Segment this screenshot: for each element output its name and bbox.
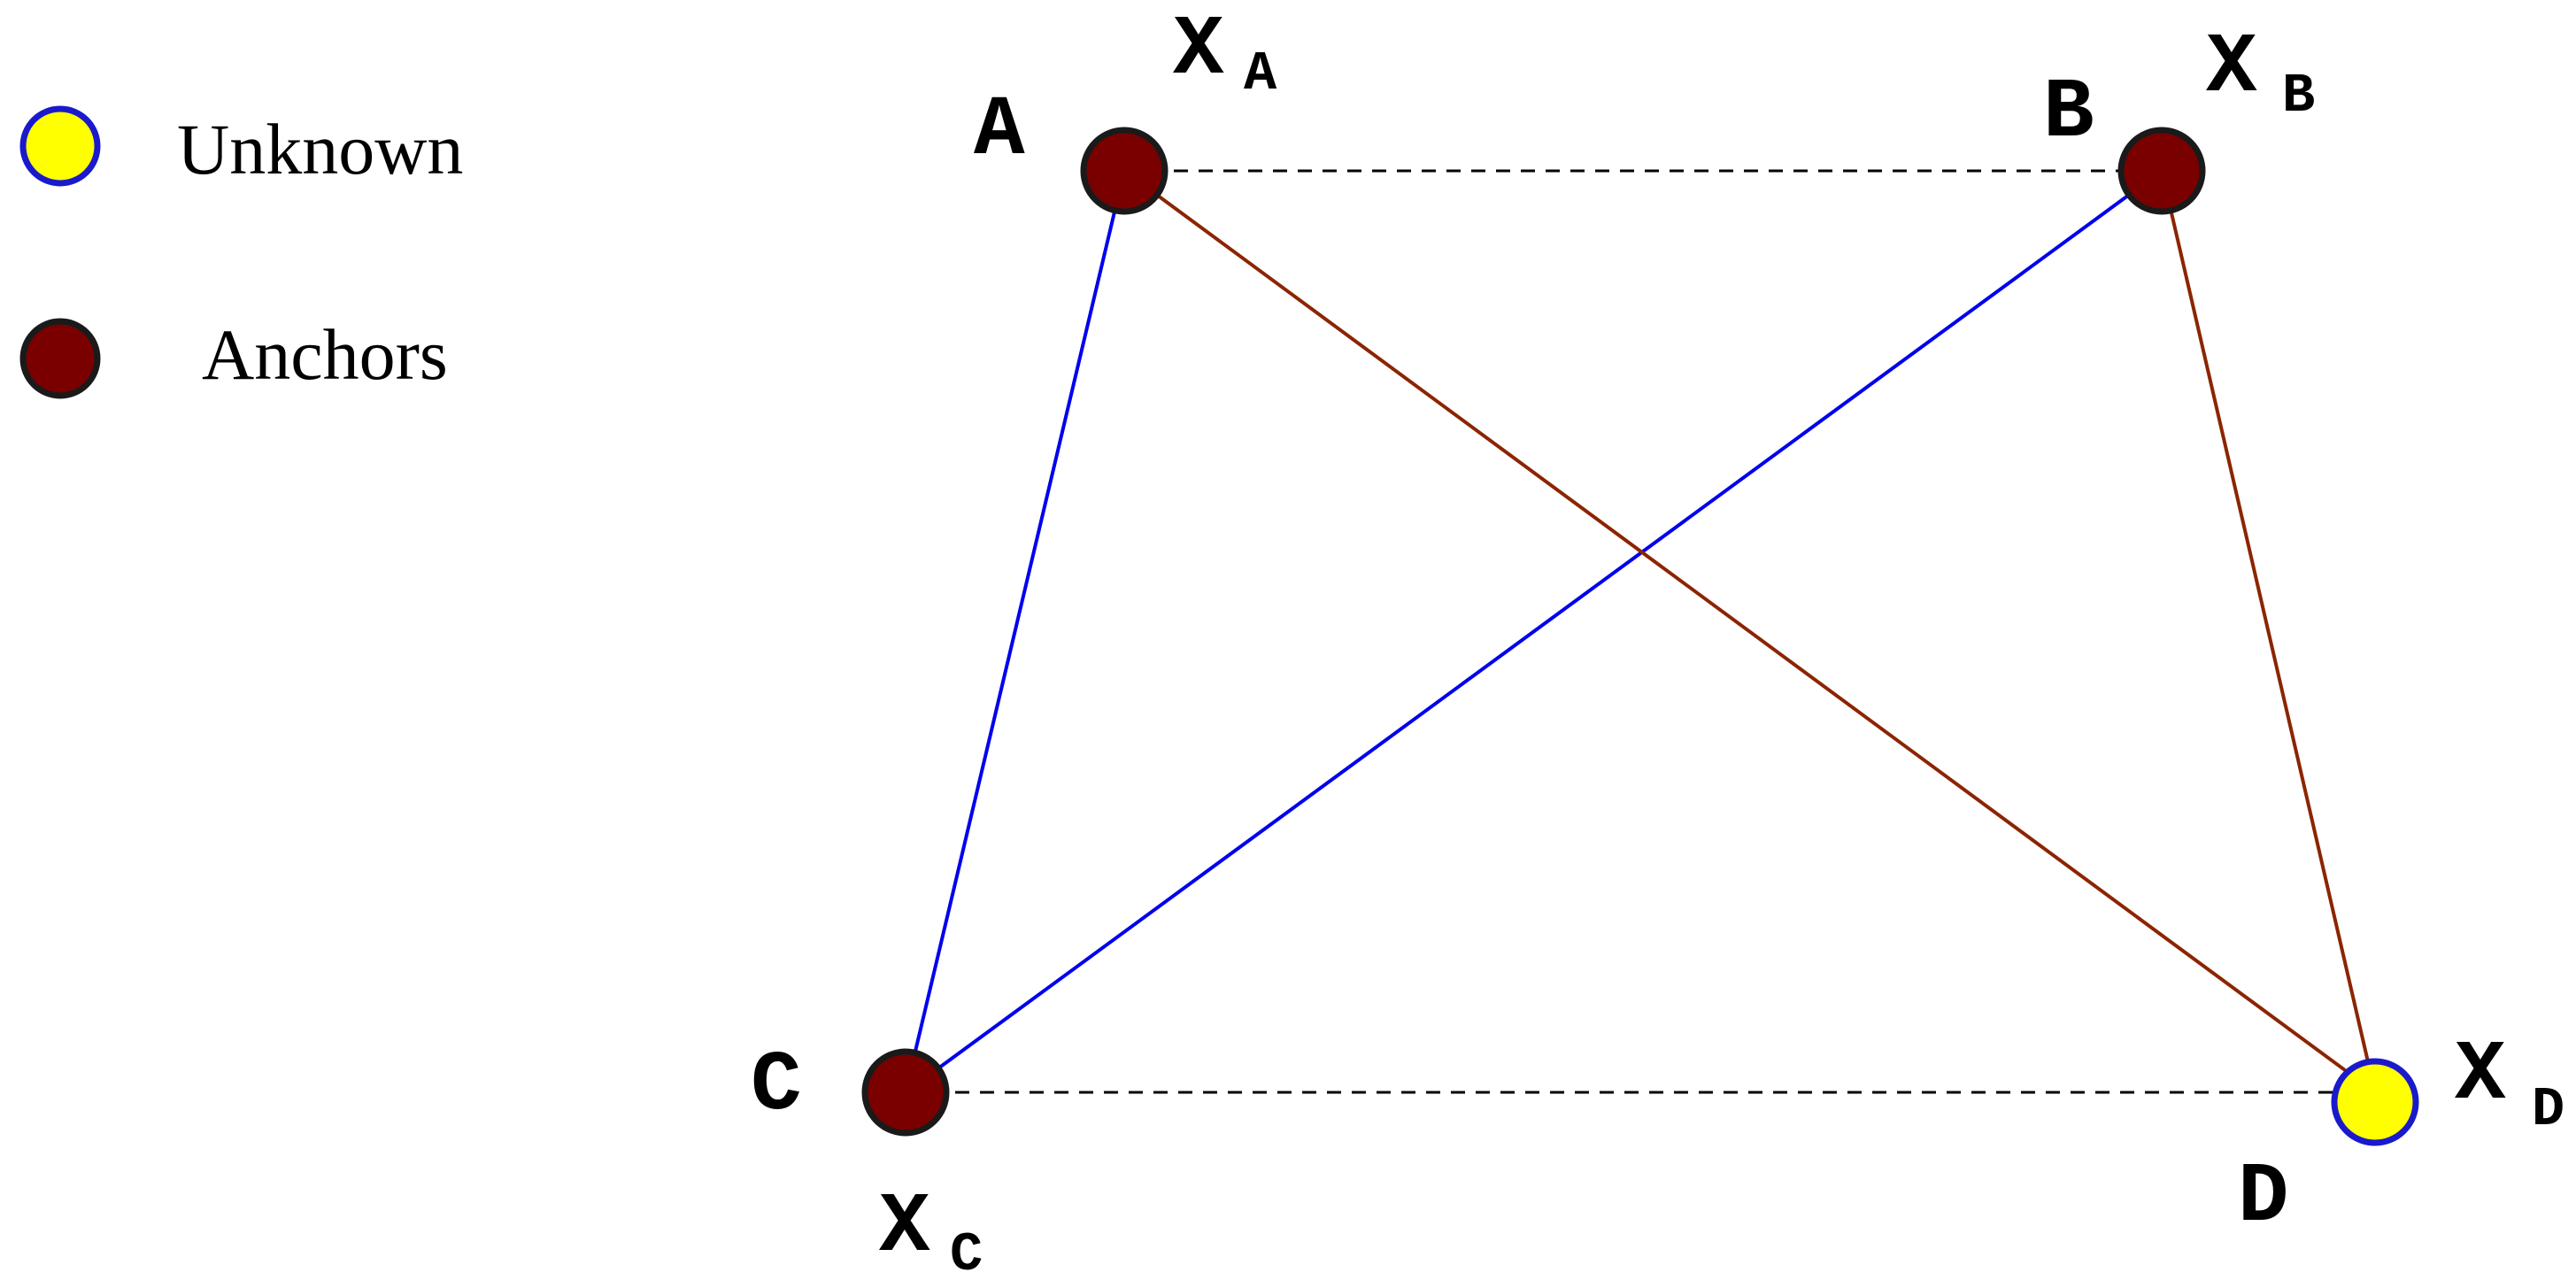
coord-x-a-sub: A [1244,42,1277,105]
coord-x-d-main: X [2455,1027,2506,1123]
node-labels: A B C D [751,65,2289,1245]
coord-x-c-sub: C [950,1223,983,1280]
node-d-unknown [2331,1058,2419,1146]
edge-b-c [904,169,2163,1094]
coord-x-d-sub: D [2532,1078,2564,1141]
coord-x-b-sub: B [2282,65,2315,127]
coordinate-labels: X A X B X C X D [879,2,2564,1280]
node-b-label: B [2043,65,2094,161]
coord-x-b: X B [2206,19,2315,127]
coord-x-d: X D [2455,1027,2564,1141]
edges [904,169,2377,1094]
node-d-label: D [2238,1149,2289,1245]
edge-a-d [1122,169,2377,1094]
coord-x-b-main: X [2206,19,2257,116]
node-b-anchor [2117,127,2206,215]
coord-x-a: X A [1173,2,1277,105]
legend-unknown-marker [19,105,101,187]
legend-unknown-label: Unknown [177,109,463,189]
legend: Unknown Anchors [19,105,463,399]
edge-b-d [2160,170,2377,1093]
edge-a-c [904,170,1126,1093]
legend-anchors-marker [19,318,101,399]
nodes [861,127,2419,1146]
coord-x-c-main: X [879,1179,930,1276]
legend-anchors-label: Anchors [202,314,448,395]
coord-x-a-main: X [1173,2,1224,98]
coord-x-c: X C [879,1179,983,1280]
node-c-anchor [861,1048,950,1137]
node-a-label: A [974,82,1025,179]
node-c-label: C [751,1037,802,1134]
node-a-anchor [1080,127,1168,215]
